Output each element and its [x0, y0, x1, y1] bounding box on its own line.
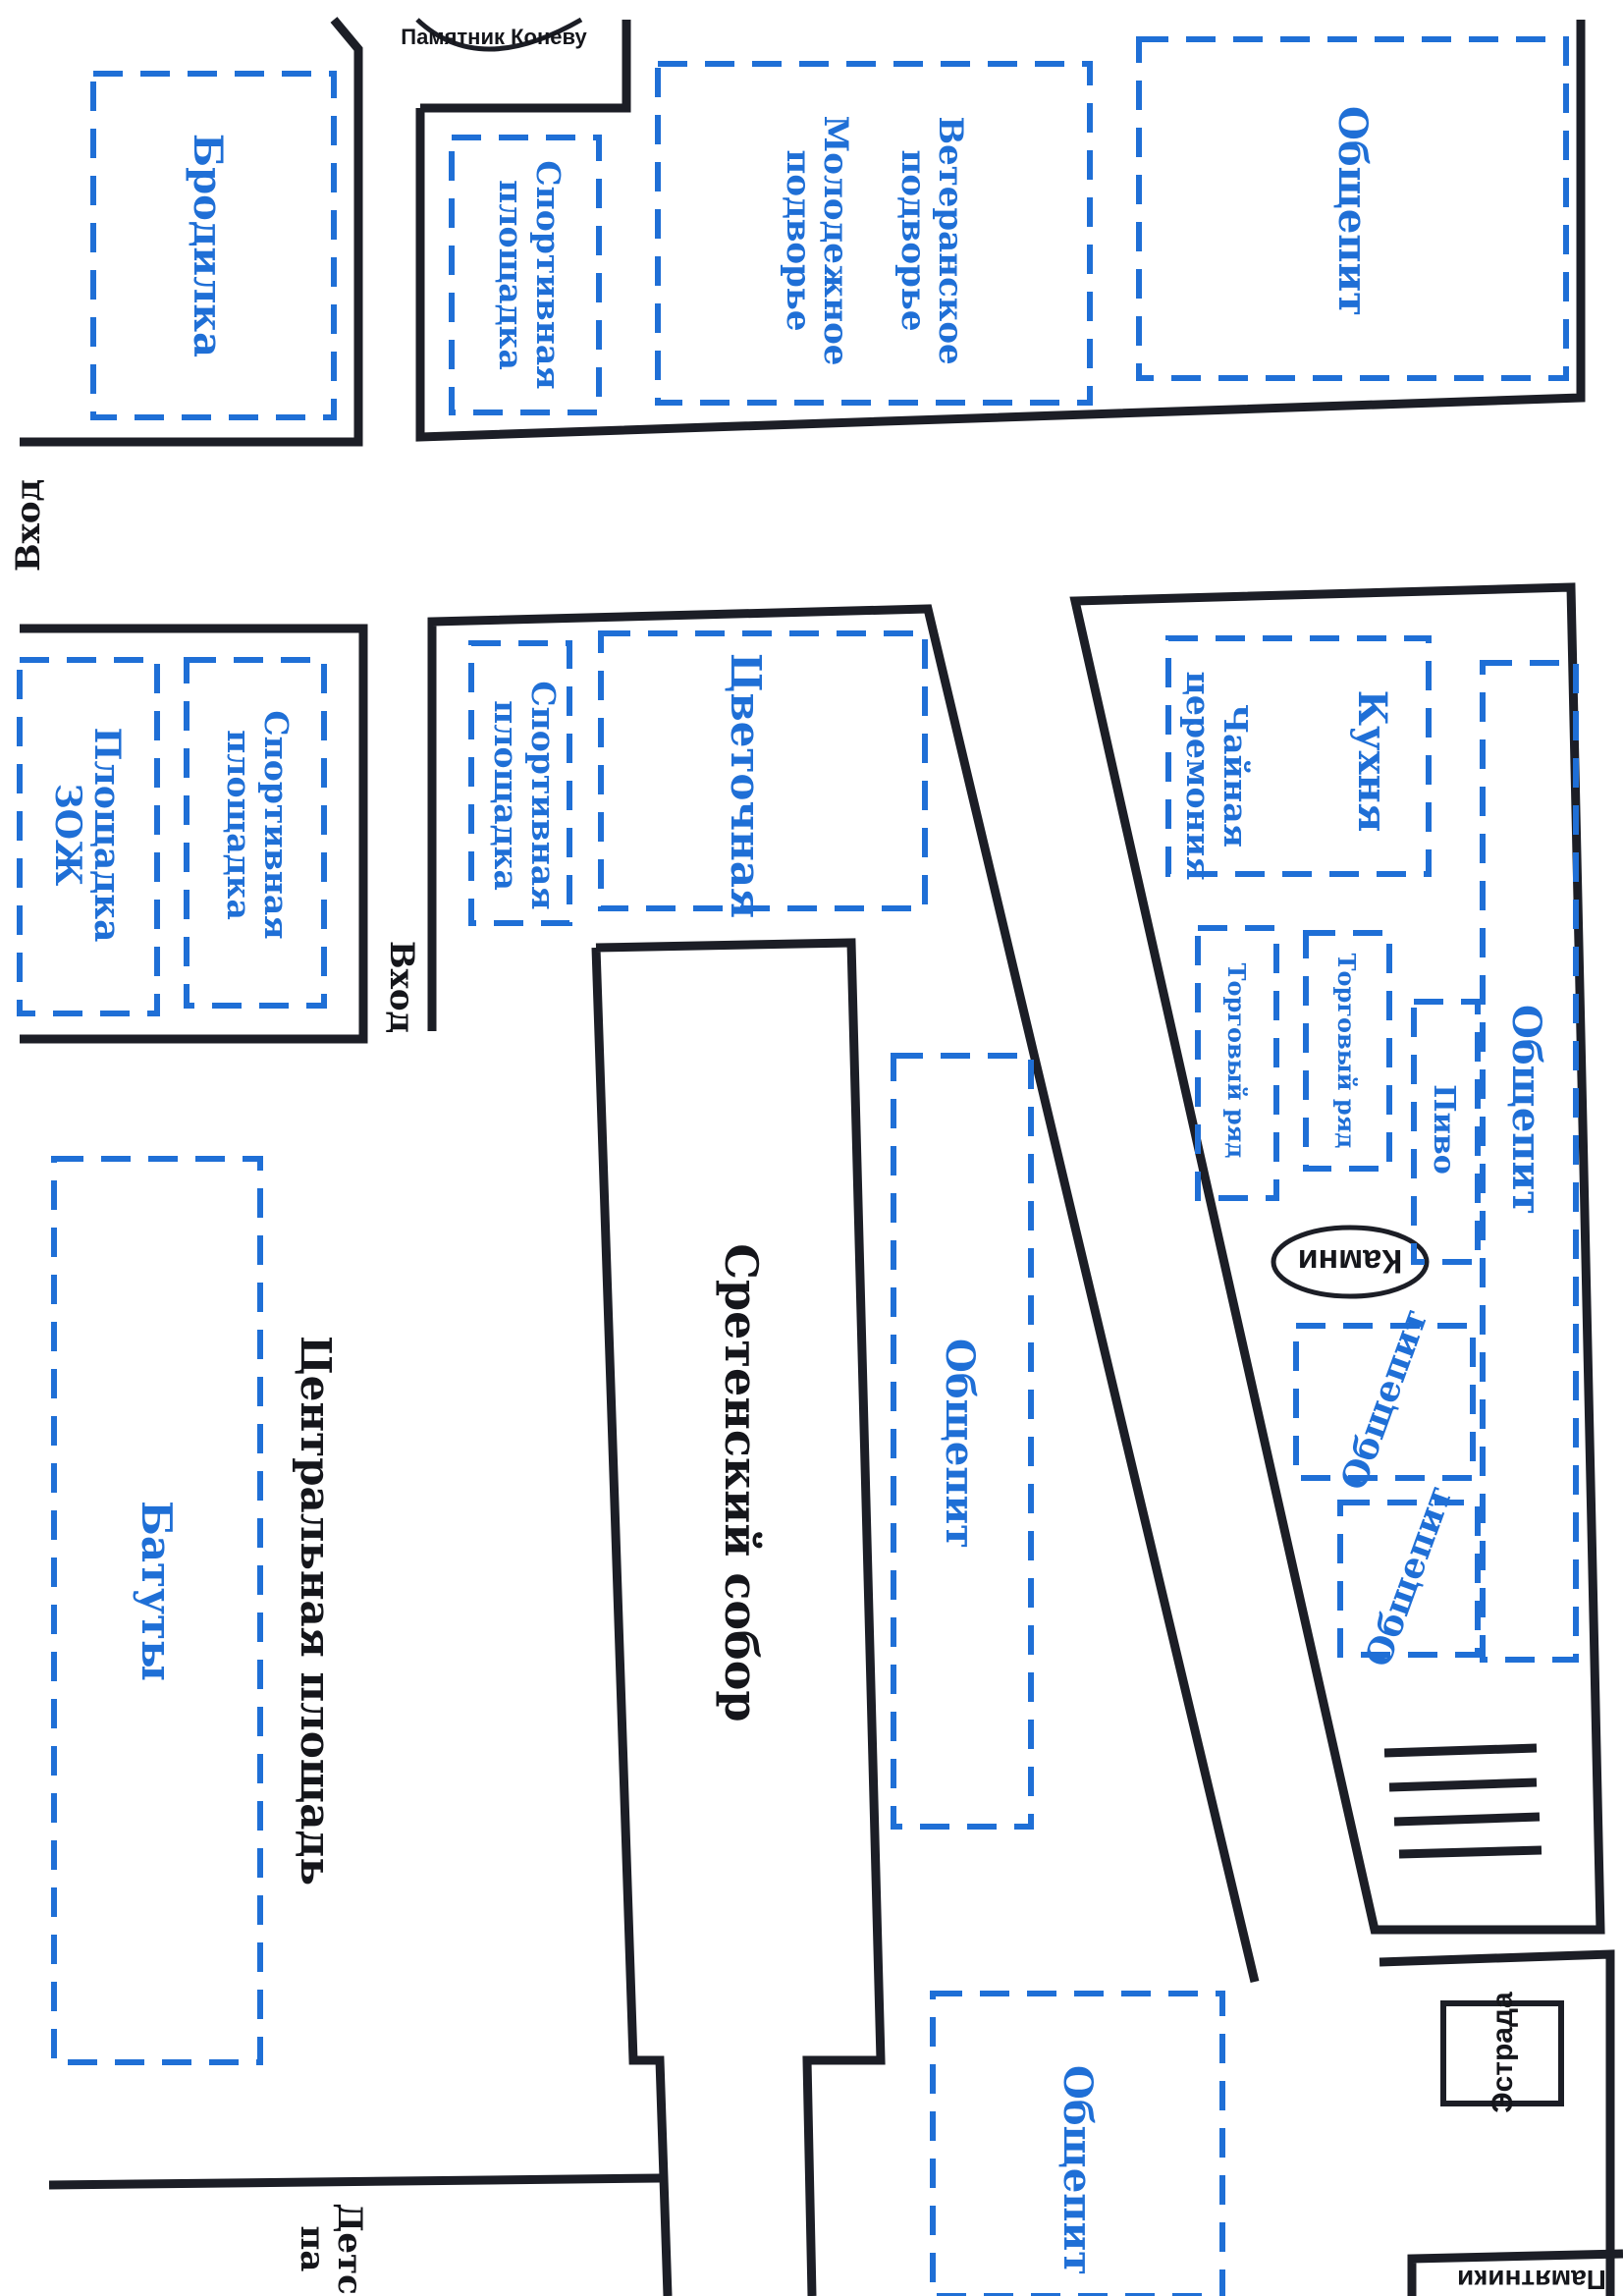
- label-healthy-lifestyle-line2: ЗОЖ: [47, 784, 88, 887]
- block-flower-outline: [427, 604, 1260, 1984]
- label-tea-ceremony-line2: церемония: [1179, 671, 1217, 880]
- label-catering-center: Общепит: [937, 1339, 983, 1549]
- monument-konev-arc: [415, 17, 583, 52]
- zone-flower[interactable]: [598, 630, 928, 911]
- label-childrens-park-line1: Детс: [330, 2203, 369, 2295]
- zone-sport-area-left[interactable]: [184, 657, 327, 1009]
- label-sport-area-mid-line1: Спортивная: [524, 681, 563, 909]
- stairs-line-3: [1393, 1812, 1541, 1827]
- label-youth-yard-line1: Молодежное: [816, 116, 855, 366]
- label-brodilka: Бродилка: [185, 134, 231, 357]
- label-monuments-partial: Памятники: [1457, 2265, 1606, 2295]
- zone-catering-right-long[interactable]: [1480, 660, 1579, 1663]
- label-sport-area-mid-line2: площадка: [487, 700, 525, 891]
- zone-trampolines[interactable]: [51, 1156, 263, 2065]
- block-brodilka-outline: [20, 17, 363, 447]
- stage-box: [1440, 2000, 1564, 2106]
- block-left-middle-outline: [20, 624, 368, 1044]
- label-flower-zone: Цветочная: [722, 653, 770, 918]
- label-trade-row-1: Торговый ряд: [1222, 963, 1251, 1159]
- label-trade-row-2: Торговый ряд: [1332, 954, 1361, 1149]
- label-cathedral: Сретенский собор: [715, 1243, 768, 1722]
- zone-catering-top[interactable]: [1136, 36, 1569, 381]
- label-entrance-top: Вход: [9, 479, 48, 572]
- zone-trade-row-2[interactable]: [1303, 930, 1392, 1172]
- label-veteran-yard-line1: Ветеранское: [931, 116, 970, 364]
- label-youth-yard-line2: подворье: [779, 149, 818, 331]
- zone-beer[interactable]: [1411, 999, 1481, 1265]
- label-tea-ceremony: Чайная церемония: [1179, 671, 1255, 880]
- block-top-middle-outline: [415, 20, 1586, 442]
- label-youth-yard: Молодежное подворье: [779, 116, 855, 366]
- zone-healthy-lifestyle[interactable]: [17, 657, 160, 1016]
- label-kitchen: Кухня: [1349, 690, 1395, 833]
- zone-sport-area-top[interactable]: [449, 135, 602, 415]
- label-sport-area-mid: Спортивная площадка: [487, 681, 563, 909]
- central-square-bottom-wall: [48, 2173, 661, 2190]
- stairs-line-4: [1398, 1845, 1542, 1859]
- label-sport-area-top-line1: Спортивная: [529, 160, 568, 389]
- label-childrens-park: Детс па: [293, 2203, 369, 2295]
- label-stones: Камни: [1298, 1242, 1403, 1280]
- zone-veteran-youth-yard[interactable]: [655, 61, 1093, 406]
- label-catering-right-long: Общепит: [1503, 1005, 1549, 1215]
- block-bottom-right-outline: [1379, 1949, 1615, 2296]
- label-sport-area-left: Спортивная площадка: [220, 710, 296, 939]
- stairs-line-1: [1383, 1743, 1538, 1758]
- label-catering-bottom: Общепит: [1055, 2065, 1101, 2275]
- stones-ellipse: [1271, 1225, 1430, 1299]
- walls: [20, 17, 1623, 2296]
- zone-catering-bottom[interactable]: [930, 1991, 1225, 2296]
- label-trampolines: Батуты: [133, 1501, 181, 1681]
- label-sport-area-left-line2: площадка: [220, 730, 258, 920]
- zone-catering-center[interactable]: [891, 1053, 1034, 1830]
- labels: Памятник Коневу Бродилка Спортивная площ…: [9, 25, 1606, 2295]
- label-tea-ceremony-line1: Чайная: [1217, 704, 1255, 847]
- label-catering-right-small-2: Общепит: [1357, 1480, 1460, 1671]
- stairs-line-2: [1388, 1777, 1538, 1792]
- cathedral-outline: [591, 938, 886, 2296]
- label-entrance-middle: Вход: [382, 941, 421, 1033]
- monuments-box-outline: [1407, 2249, 1623, 2296]
- label-healthy-lifestyle: Площадка ЗОЖ: [47, 728, 128, 943]
- label-sport-area-top-line2: площадка: [492, 180, 530, 370]
- block-right-trapezoid-outline: [1069, 582, 1605, 1935]
- label-stage: Эстрада: [1487, 1992, 1519, 2113]
- label-sport-area-top: Спортивная площадка: [492, 160, 568, 389]
- zone-catering-right-small-1[interactable]: [1293, 1323, 1476, 1481]
- zone-trade-row-1[interactable]: [1195, 925, 1279, 1201]
- label-childrens-park-line2: па: [293, 2226, 332, 2272]
- label-catering-right-small-1: Общепит: [1332, 1303, 1435, 1495]
- label-veteran-yard-line2: подворье: [893, 149, 933, 331]
- zones: [17, 36, 1579, 2296]
- label-beer: Пиво: [1427, 1084, 1461, 1174]
- label-sport-area-left-line1: Спортивная: [257, 710, 296, 939]
- zone-catering-right-small-2[interactable]: [1337, 1500, 1481, 1658]
- label-central-square: Центральная площадь: [292, 1336, 340, 1886]
- zone-brodilka[interactable]: [90, 71, 337, 420]
- label-monument-konev: Памятник Коневу: [401, 25, 587, 49]
- zone-sport-area-mid[interactable]: [468, 640, 572, 926]
- label-catering-top: Общепит: [1329, 106, 1376, 316]
- label-healthy-lifestyle-line1: Площадка: [86, 728, 128, 943]
- zone-kitchen-tea[interactable]: [1165, 635, 1432, 877]
- label-veteran-yard: Ветеранское подворье: [893, 116, 970, 364]
